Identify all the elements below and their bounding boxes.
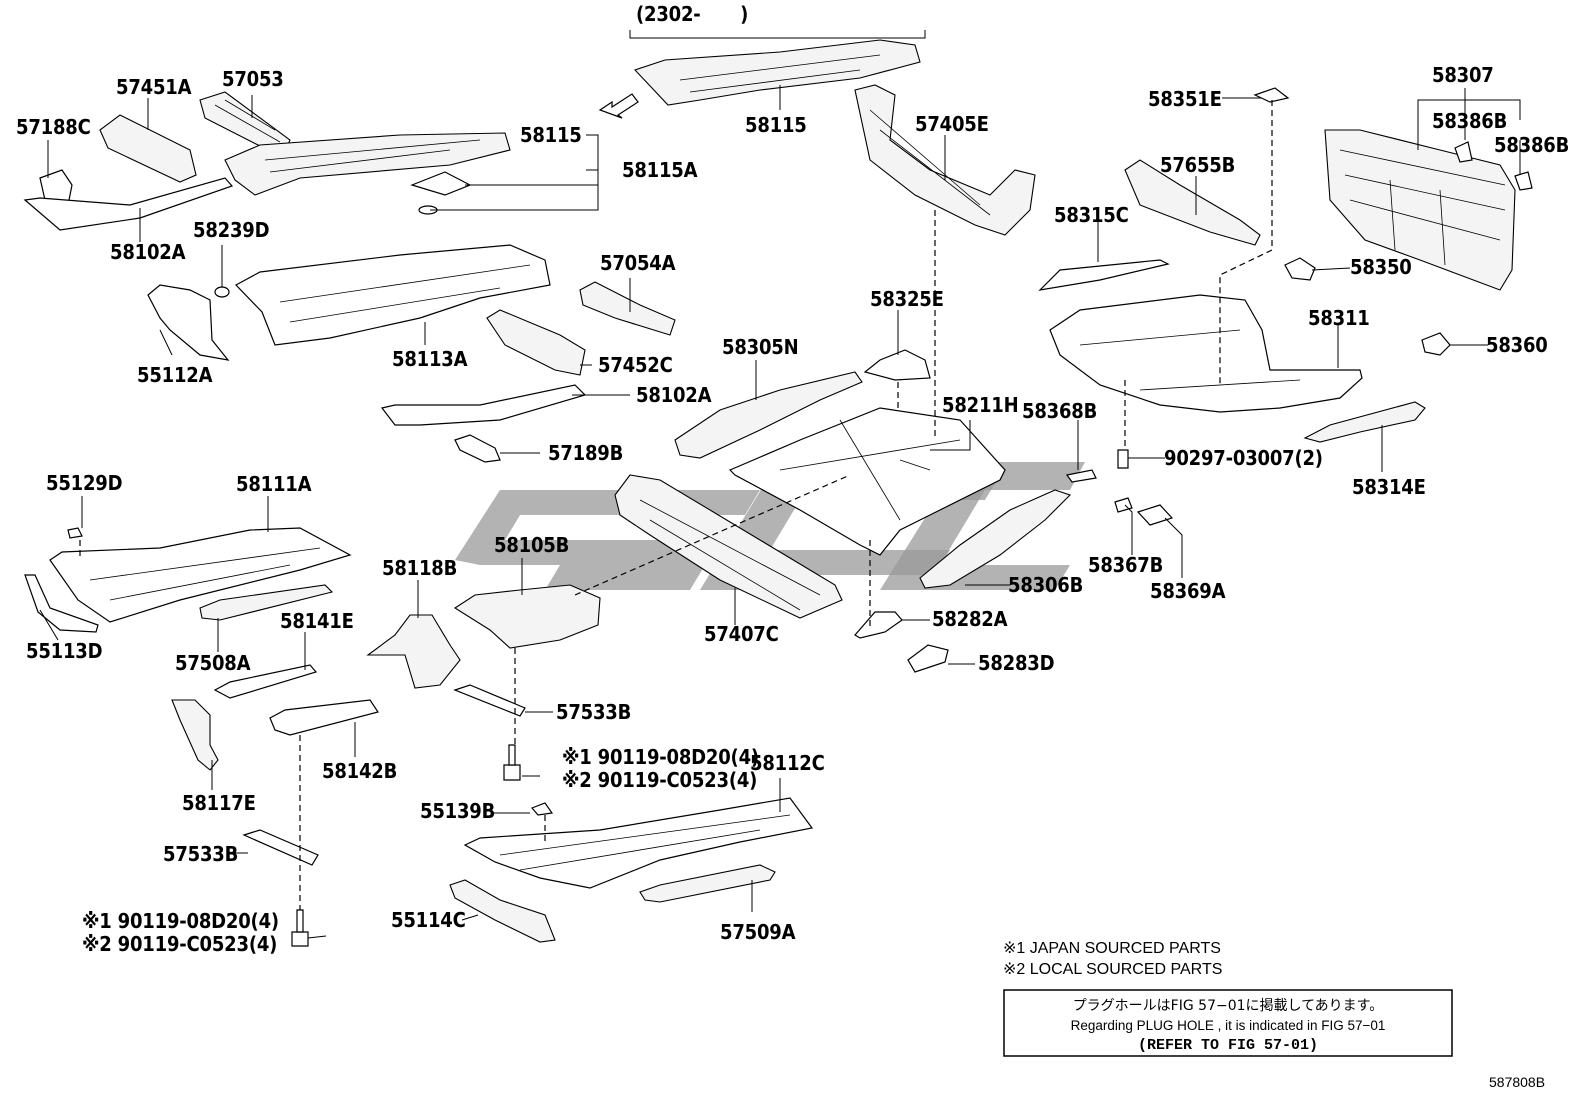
label-58105B: 58105B <box>494 533 569 557</box>
label-90297-03007: 90297-03007(2) <box>1164 446 1323 470</box>
label-58368B: 58368B <box>1022 399 1097 423</box>
reference-box-frame <box>1003 989 1453 1057</box>
label-57533B: 57533B <box>163 842 238 866</box>
label-55129D: 55129D <box>46 471 122 495</box>
label-55112A: 55112A <box>137 363 213 387</box>
label-58102A: 58102A <box>110 240 186 264</box>
label-55139B: 55139B <box>420 799 495 823</box>
label-58305N: 58305N <box>722 335 798 359</box>
label-58141E: 58141E <box>280 609 354 633</box>
label-55114C: 55114C <box>391 908 466 932</box>
label-58282A: 58282A <box>932 607 1008 631</box>
label-58386B: 58386B <box>1432 109 1507 133</box>
label-57509A: 57509A <box>720 920 796 944</box>
label-58306B: 58306B <box>1008 573 1083 597</box>
reference-box: プラグホールはFIG 57−01に掲載してあります。 Regarding PLU… <box>1003 989 1453 1057</box>
label-57452C: 57452C <box>598 353 673 377</box>
label-bolt-90119-08D20: ※1 90119-08D20(4) <box>562 745 759 769</box>
label-58283D: 58283D <box>978 651 1054 675</box>
label-58360: 58360 <box>1486 333 1548 357</box>
label-58211H: 58211H <box>942 393 1018 417</box>
legend-note-local: ※2 LOCAL SOURCED PARTS <box>1003 961 1222 978</box>
label-57508A: 57508A <box>175 651 251 675</box>
label-57451A: 57451A <box>116 75 192 99</box>
label-58314E: 58314E <box>1352 475 1426 499</box>
label-58117E: 58117E <box>182 791 256 815</box>
label-bolt-90119-C0523: ※2 90119-C0523(4) <box>82 932 277 956</box>
part-labels: 57188C 57451A 57053 58115 58115A 58102A … <box>16 2 1569 956</box>
label-58325E: 58325E <box>870 287 944 311</box>
label-58307: 58307 <box>1432 63 1494 87</box>
label-58115: 58115 <box>745 113 807 137</box>
leader-lines <box>39 30 1521 939</box>
label-57655B: 57655B <box>1160 153 1235 177</box>
label-58369A: 58369A <box>1150 579 1226 603</box>
part-shapes <box>23 39 1533 947</box>
label-58351E: 58351E <box>1148 87 1222 111</box>
label-55113D: 55113D <box>26 639 102 663</box>
label-58113A: 58113A <box>392 347 468 371</box>
label-58350: 58350 <box>1350 255 1412 279</box>
label-58386B: 58386B <box>1494 133 1569 157</box>
label-58102A: 58102A <box>636 383 712 407</box>
dashed-lines <box>79 100 1273 910</box>
label-58118B: 58118B <box>382 556 457 580</box>
label-2302-range: (2302- ) <box>636 2 748 26</box>
label-58311: 58311 <box>1308 306 1370 330</box>
label-58315C: 58315C <box>1054 203 1129 227</box>
label-57054A: 57054A <box>600 251 676 275</box>
label-57407C: 57407C <box>704 622 779 646</box>
label-58111A: 58111A <box>236 472 312 496</box>
label-57405E: 57405E <box>915 112 989 136</box>
figure-code: 587808B <box>1489 1074 1545 1090</box>
label-57053: 57053 <box>222 67 284 91</box>
label-57188C: 57188C <box>16 115 91 139</box>
label-58367B: 58367B <box>1088 553 1163 577</box>
legend-note-japan: ※1 JAPAN SOURCED PARTS <box>1003 940 1221 957</box>
label-58112C: 58112C <box>750 751 825 775</box>
reference-line-ref: (REFER TO FIG 57-01) <box>1138 1037 1318 1054</box>
label-58115: 58115 <box>520 123 582 147</box>
label-58115A: 58115A <box>622 158 698 182</box>
label-bolt-90119-08D20: ※1 90119-08D20(4) <box>82 909 279 933</box>
reference-line-jp: プラグホールはFIG 57−01に掲載してあります。 <box>1073 998 1384 1014</box>
reference-line-en: Regarding PLUG HOLE , it is indicated in… <box>1071 1018 1386 1033</box>
label-58142B: 58142B <box>322 759 397 783</box>
legend: ※1 JAPAN SOURCED PARTS ※2 LOCAL SOURCED … <box>1003 940 1222 978</box>
label-bolt-90119-C0523: ※2 90119-C0523(4) <box>562 768 757 792</box>
label-58239D: 58239D <box>193 218 269 242</box>
label-57533B: 57533B <box>556 700 631 724</box>
label-57189B: 57189B <box>548 441 623 465</box>
